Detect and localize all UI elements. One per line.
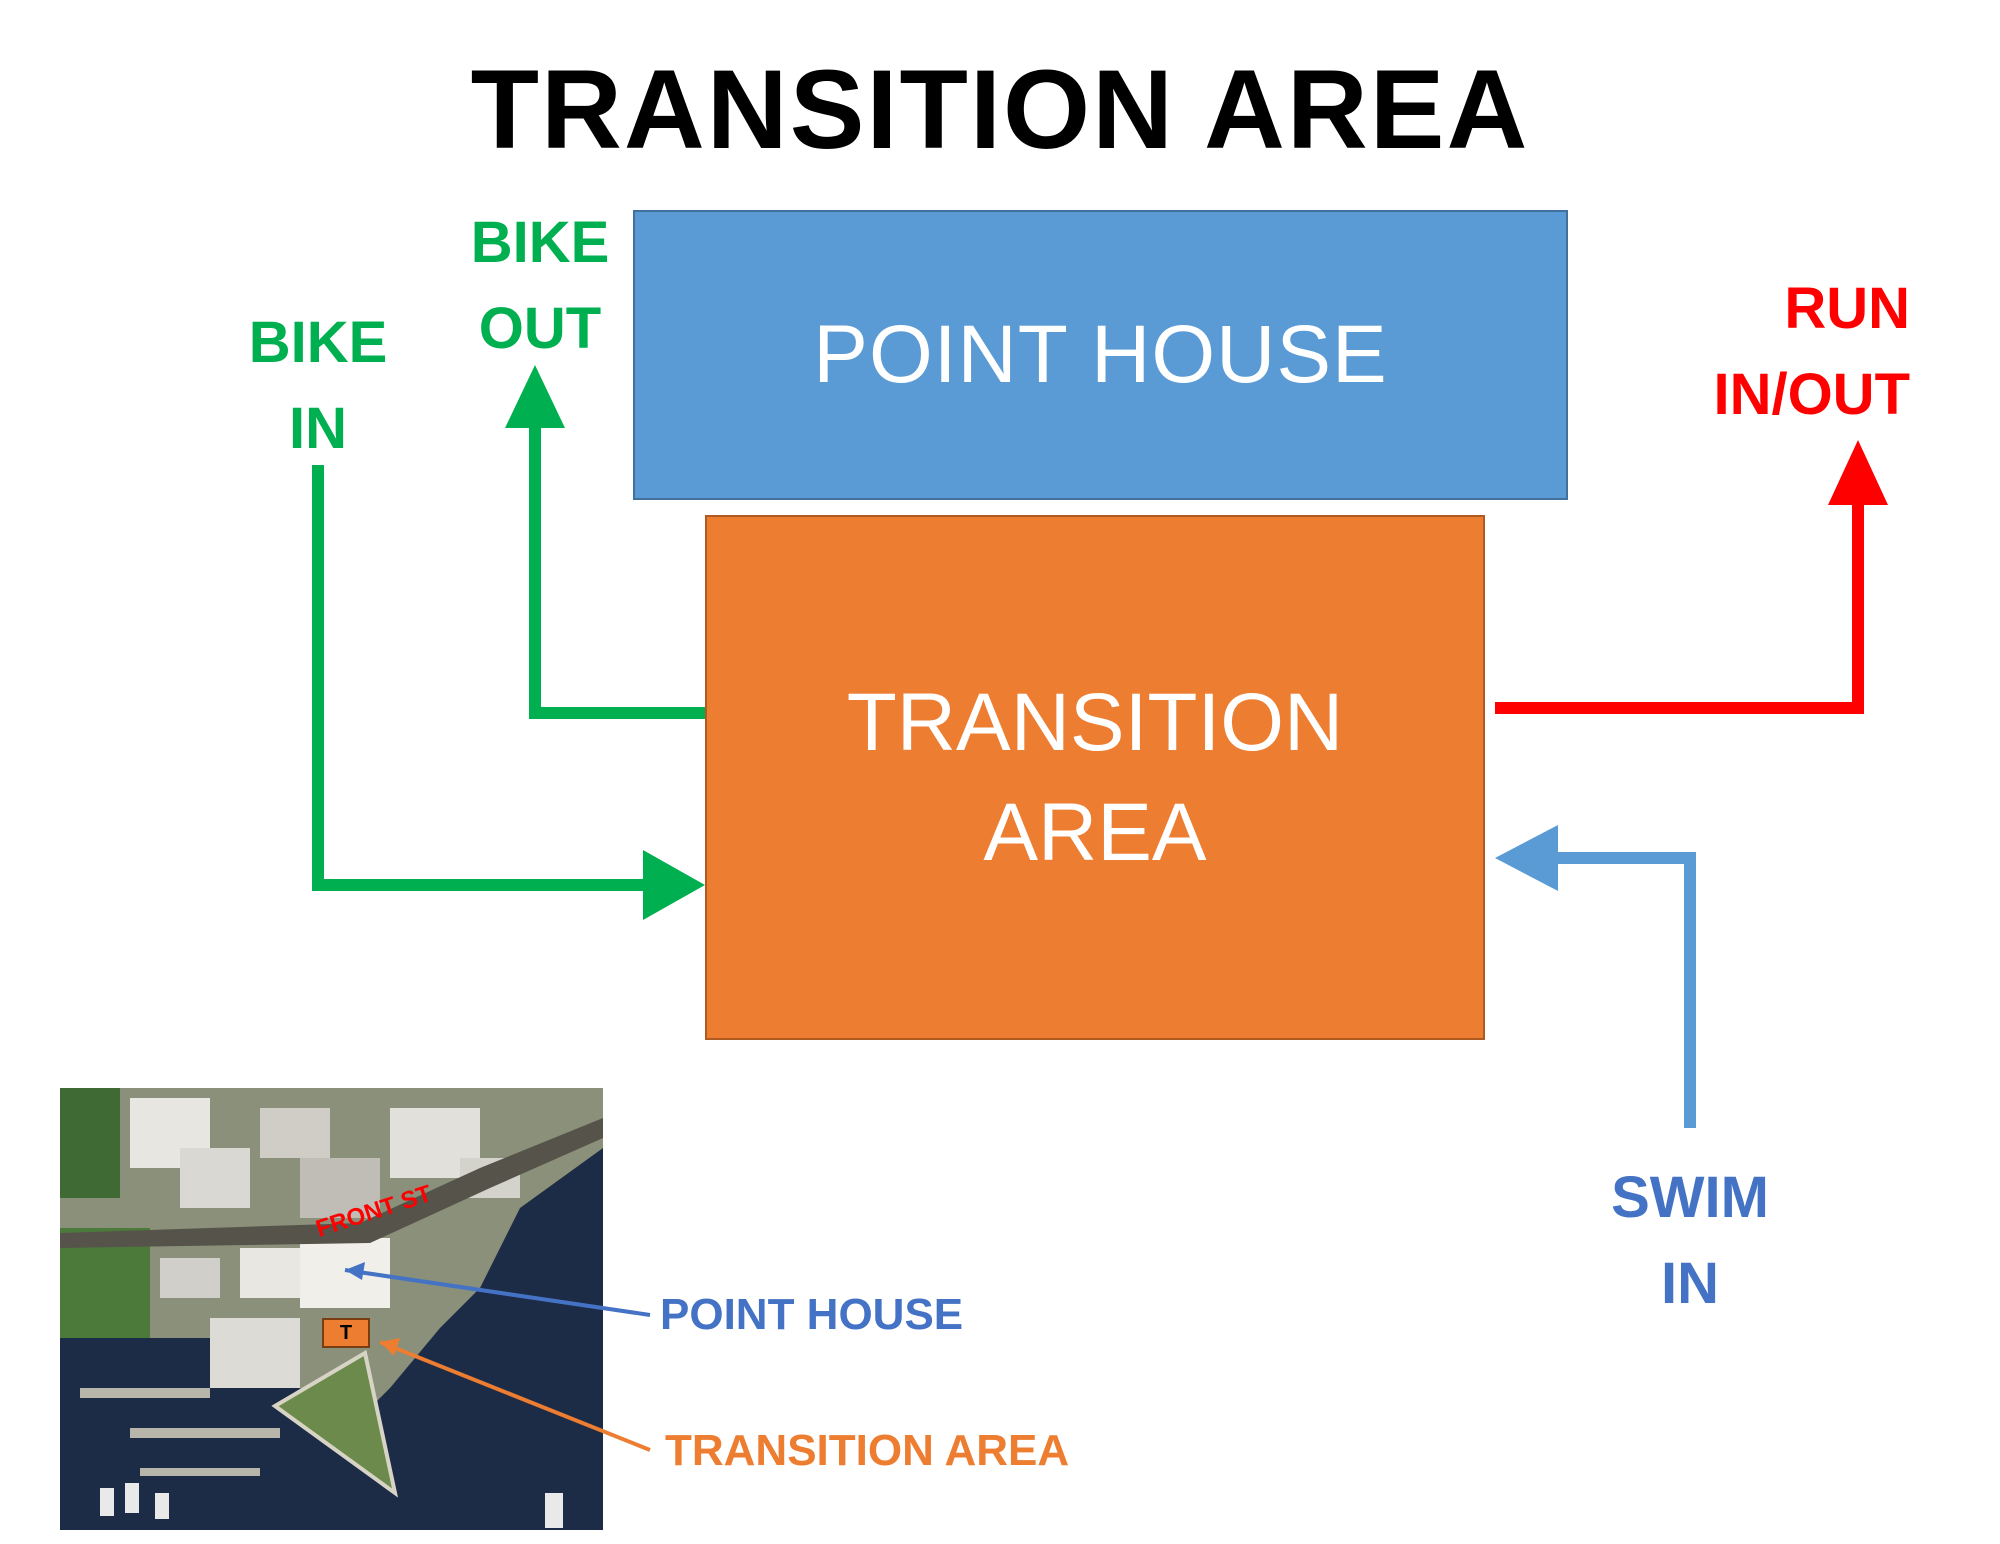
bike-in-label: BIKE IN — [248, 300, 388, 472]
swim-in-arrowhead — [1495, 825, 1558, 891]
run-label-line2: IN/OUT — [1713, 362, 1910, 427]
point-house-callout-label: POINT HOUSE — [660, 1290, 964, 1339]
aerial-map-inset: FRONT ST T — [60, 1088, 603, 1530]
bike-in-arrow-line — [312, 465, 650, 891]
swim-in-label-line2: IN — [1661, 1251, 1719, 1316]
run-in-out-label: RUN IN/OUT — [1670, 266, 1910, 438]
bike-out-arrow-line — [529, 425, 705, 719]
transition-marker: T — [322, 1318, 370, 1348]
swim-in-label-line1: SWIM — [1611, 1165, 1769, 1230]
transition-area-callout-label: TRANSITION AREA — [665, 1426, 1070, 1475]
run-arrow-line — [1495, 500, 1864, 714]
run-arrowhead — [1828, 440, 1888, 505]
bike-in-label-line2: IN — [289, 396, 347, 461]
transition-area-box: TRANSITION AREA — [705, 515, 1485, 1040]
bike-out-label-line2: OUT — [478, 296, 602, 361]
point-house-box: POINT HOUSE — [633, 210, 1568, 500]
transition-area-label-line1: TRANSITION — [846, 676, 1344, 768]
bike-out-label-line1: BIKE — [470, 210, 610, 275]
aerial-map-image — [60, 1088, 603, 1530]
page-title: TRANSITION AREA — [470, 47, 1530, 172]
bike-out-arrowhead — [505, 365, 565, 428]
bike-in-label-line1: BIKE — [248, 310, 388, 375]
swim-in-label: SWIM IN — [1580, 1155, 1800, 1327]
bike-out-label: BIKE OUT — [465, 200, 615, 372]
run-label-line1: RUN — [1784, 276, 1910, 341]
point-house-label: POINT HOUSE — [813, 309, 1388, 400]
bike-in-arrowhead — [643, 850, 705, 920]
transition-area-label-line2: AREA — [983, 786, 1207, 878]
swim-in-arrow-line — [1555, 852, 1696, 1128]
